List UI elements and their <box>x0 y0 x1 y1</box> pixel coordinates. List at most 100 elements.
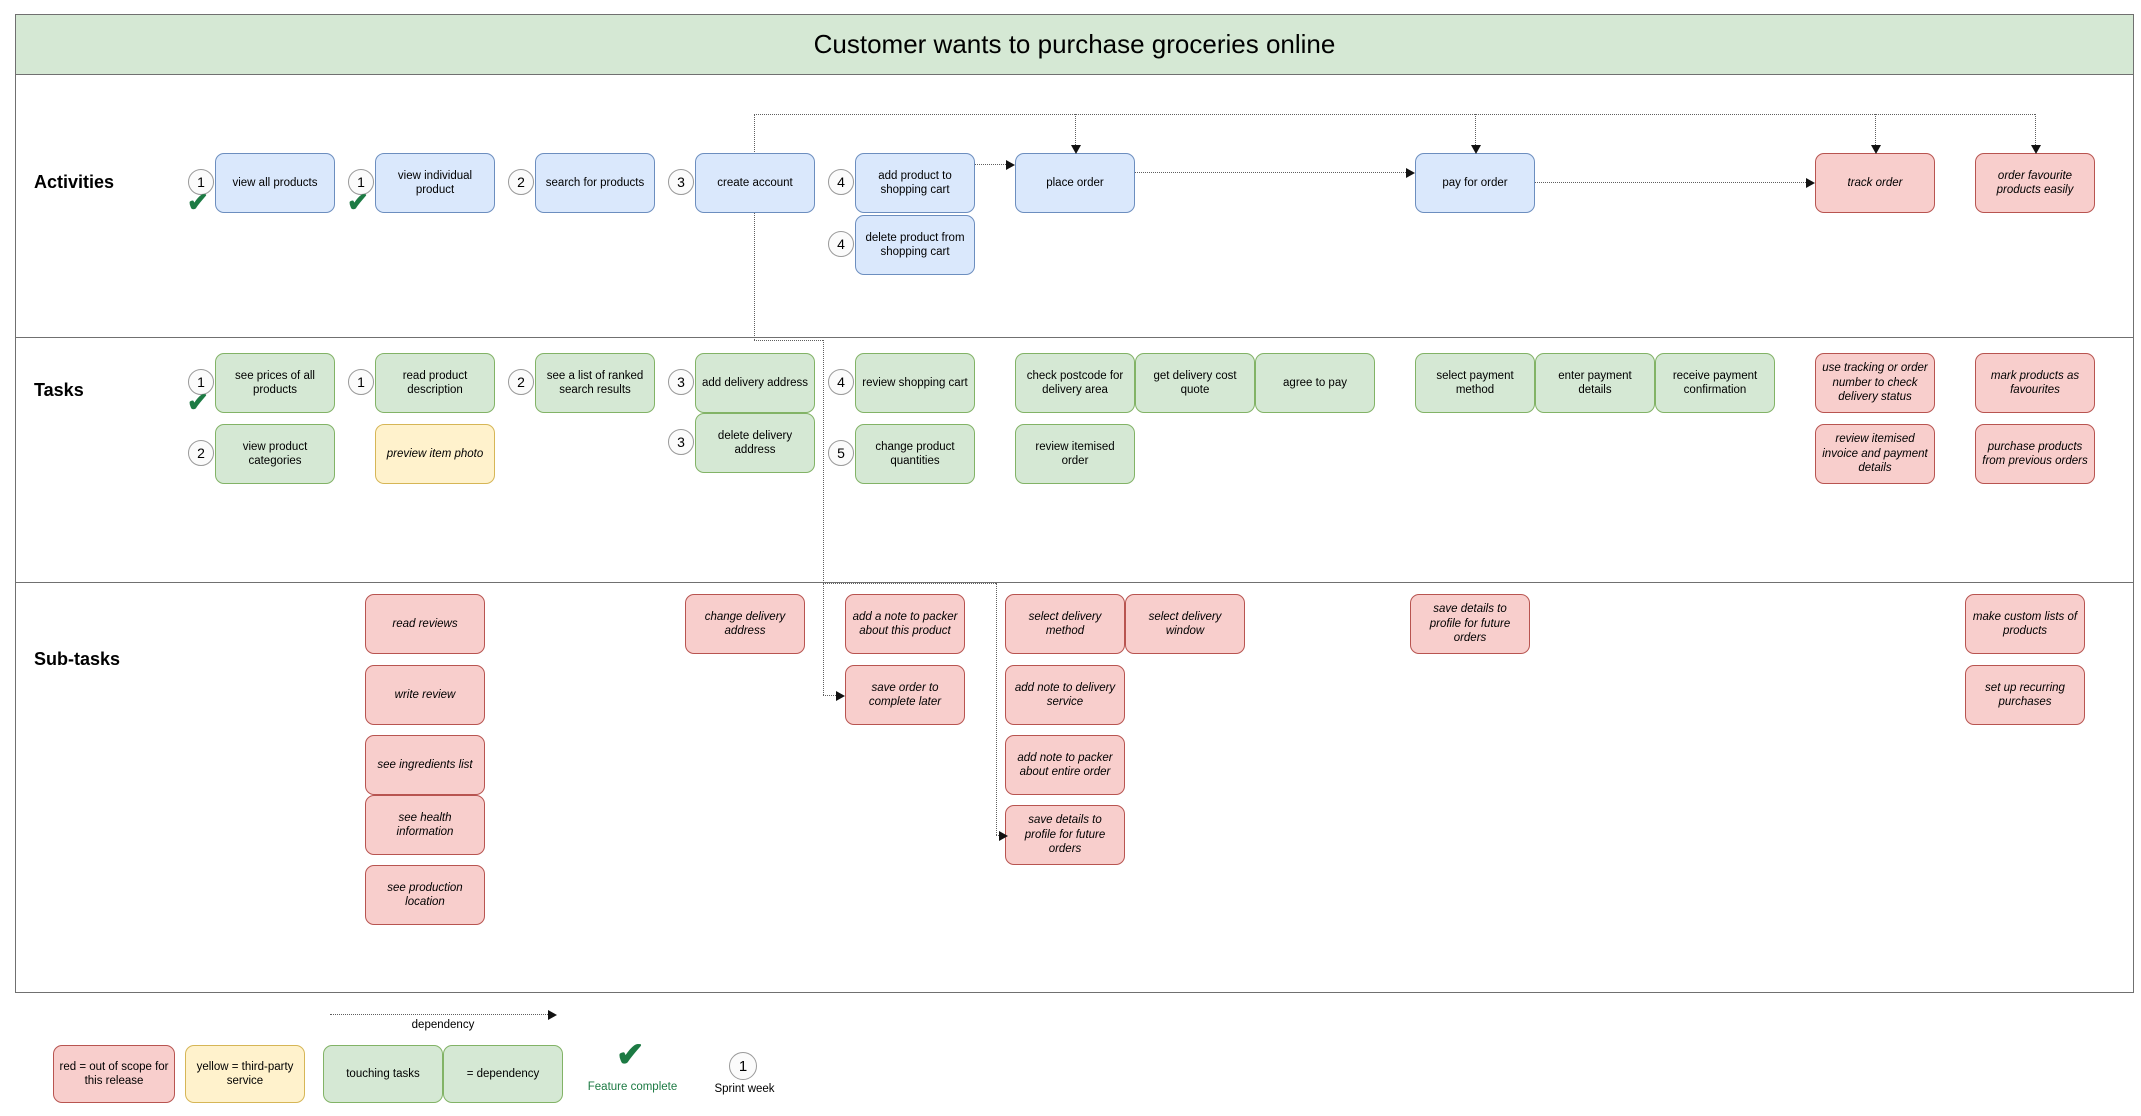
dependency-line <box>823 695 836 696</box>
card-track-order[interactable]: track order <box>1815 153 1935 213</box>
card-check-postcode-for-delivery-area[interactable]: check postcode for delivery area <box>1015 353 1135 413</box>
card-select-delivery-method[interactable]: select delivery method <box>1005 594 1125 654</box>
card-mark-products-as-favourites[interactable]: mark products as favourites <box>1975 353 2095 413</box>
card-save-details-to-profile-for-future-orders[interactable]: save details to profile for future order… <box>1005 805 1125 865</box>
card-pay-for-order[interactable]: pay for order <box>1415 153 1535 213</box>
dependency-line <box>1535 182 1806 183</box>
card-read-product-description[interactable]: read product description <box>375 353 495 413</box>
card-place-order[interactable]: place order <box>1015 153 1135 213</box>
card-add-note-to-packer-about-entire-order[interactable]: add note to packer about entire order <box>1005 735 1125 795</box>
card-see-a-list-of-ranked-search-results[interactable]: see a list of ranked search results <box>535 353 655 413</box>
dependency-line <box>1135 172 1406 173</box>
dependency-line <box>754 340 823 341</box>
card-receive-payment-confirmation[interactable]: receive payment confirmation <box>1655 353 1775 413</box>
dependency-arrowhead <box>1470 145 1481 154</box>
card-view-individual-product[interactable]: view individual product <box>375 153 495 213</box>
sprint-week-badge: 1 <box>348 369 374 395</box>
card-dependency[interactable]: = dependency <box>443 1045 563 1103</box>
card-add-product-to-shopping-cart[interactable]: add product to shopping cart <box>855 153 975 213</box>
sprint-week-badge: 3 <box>668 369 694 395</box>
row-label-subtasks: Sub-tasks <box>34 649 121 669</box>
card-add-a-note-to-packer-about-this-product[interactable]: add a note to packer about this product <box>845 594 965 654</box>
sprint-week-badge: 4 <box>828 169 854 195</box>
tasks-subtasks-divider <box>15 582 2134 583</box>
sprint-week-badge: 1 <box>188 369 214 395</box>
activities-tasks-divider <box>15 337 2134 338</box>
dependency-arrowhead <box>548 1009 557 1020</box>
card-add-note-to-delivery-service[interactable]: add note to delivery service <box>1005 665 1125 725</box>
card-red-out-of-scope-for-this-release[interactable]: red = out of scope for this release <box>53 1045 175 1103</box>
card-make-custom-lists-of-products[interactable]: make custom lists of products <box>1965 594 2085 654</box>
card-review-shopping-cart[interactable]: review shopping cart <box>855 353 975 413</box>
dependency-line <box>754 114 2035 115</box>
dependency-arrowhead <box>836 690 845 701</box>
card-change-delivery-address[interactable]: change delivery address <box>685 594 805 654</box>
sprint-week-badge: 2 <box>508 169 534 195</box>
card-delete-product-from-shopping-cart[interactable]: delete product from shopping cart <box>855 215 975 275</box>
dependency-arrowhead <box>1406 167 1415 178</box>
legend-sprint-week-label: Sprint week <box>714 1083 775 1095</box>
card-write-review[interactable]: write review <box>365 665 485 725</box>
card-agree-to-pay[interactable]: agree to pay <box>1255 353 1375 413</box>
card-order-favourite-products-easily[interactable]: order favourite products easily <box>1975 153 2095 213</box>
card-purchase-products-from-previous-orders[interactable]: purchase products from previous orders <box>1975 424 2095 484</box>
feature-complete-check-icon: ✔ <box>347 187 369 217</box>
dependency-line <box>823 583 996 584</box>
card-see-prices-of-all-products[interactable]: see prices of all products <box>215 353 335 413</box>
card-enter-payment-details[interactable]: enter payment details <box>1535 353 1655 413</box>
card-see-health-information[interactable]: see health information <box>365 795 485 855</box>
dependency-line <box>996 835 999 836</box>
card-save-details-to-profile-for-future-orders[interactable]: save details to profile for future order… <box>1410 594 1530 654</box>
card-save-order-to-complete-later[interactable]: save order to complete later <box>845 665 965 725</box>
feature-complete-check-icon: ✔ <box>187 387 209 417</box>
legend-sprint-week-badge: 1 <box>729 1052 757 1080</box>
sprint-week-badge: 1 <box>188 169 214 195</box>
dependency-line <box>1475 114 1476 145</box>
dependency-line <box>975 164 1006 165</box>
dependency-line <box>996 583 997 835</box>
dependency-line <box>2035 114 2036 145</box>
dependency-arrowhead <box>1070 145 1081 154</box>
card-yellow-third-party-service[interactable]: yellow = third-party service <box>185 1045 305 1103</box>
card-select-payment-method[interactable]: select payment method <box>1415 353 1535 413</box>
card-change-product-quantities[interactable]: change product quantities <box>855 424 975 484</box>
row-label-activities: Activities <box>34 172 115 192</box>
card-see-production-location[interactable]: see production location <box>365 865 485 925</box>
sprint-week-badge: 5 <box>828 440 854 466</box>
legend-dependency-label: dependency <box>411 1019 475 1031</box>
map-title: Customer wants to purchase groceries onl… <box>813 29 1336 59</box>
sprint-week-badge: 2 <box>188 440 214 466</box>
dependency-line <box>823 340 824 695</box>
sprint-week-badge: 4 <box>828 231 854 257</box>
card-touching-tasks[interactable]: touching tasks <box>323 1045 443 1103</box>
dependency-line <box>330 1014 548 1015</box>
dependency-arrowhead <box>2030 145 2041 154</box>
sprint-week-badge: 3 <box>668 429 694 455</box>
card-select-delivery-window[interactable]: select delivery window <box>1125 594 1245 654</box>
card-preview-item-photo[interactable]: preview item photo <box>375 424 495 484</box>
card-get-delivery-cost-quote[interactable]: get delivery cost quote <box>1135 353 1255 413</box>
card-view-all-products[interactable]: view all products <box>215 153 335 213</box>
card-review-itemised-order[interactable]: review itemised order <box>1015 424 1135 484</box>
card-read-reviews[interactable]: read reviews <box>365 594 485 654</box>
dependency-line <box>754 213 755 340</box>
dependency-arrowhead <box>1870 145 1881 154</box>
card-set-up-recurring-purchases[interactable]: set up recurring purchases <box>1965 665 2085 725</box>
card-use-tracking-or-order-number-to-check-delivery-status[interactable]: use tracking or order number to check de… <box>1815 353 1935 413</box>
card-search-for-products[interactable]: search for products <box>535 153 655 213</box>
dependency-arrowhead <box>1806 177 1815 188</box>
feature-complete-check-icon: ✔ <box>187 187 209 217</box>
dependency-line <box>754 114 755 154</box>
map-title-bar: Customer wants to purchase groceries onl… <box>15 14 2134 75</box>
card-delete-delivery-address[interactable]: delete delivery address <box>695 413 815 473</box>
card-review-itemised-invoice-and-payment-details[interactable]: review itemised invoice and payment deta… <box>1815 424 1935 484</box>
card-create-account[interactable]: create account <box>695 153 815 213</box>
card-view-product-categories[interactable]: view product categories <box>215 424 335 484</box>
card-add-delivery-address[interactable]: add delivery address <box>695 353 815 413</box>
dependency-line <box>1875 114 1876 145</box>
sprint-week-badge: 4 <box>828 369 854 395</box>
legend-feature-complete-label: Feature complete <box>587 1081 678 1093</box>
dependency-arrowhead <box>1006 159 1015 170</box>
card-see-ingredients-list[interactable]: see ingredients list <box>365 735 485 795</box>
